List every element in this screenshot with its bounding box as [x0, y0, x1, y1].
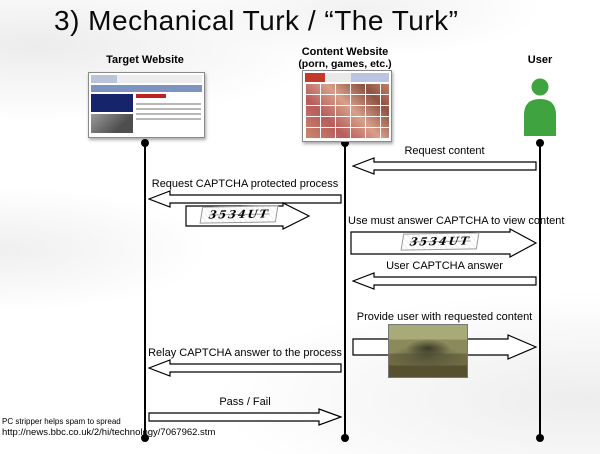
- content-website-thumbnail: [302, 70, 392, 142]
- message-label-relay-answer: Relay CAPTCHA answer to the process: [148, 347, 342, 359]
- footer-caption: PC stripper helps spam to spread: [2, 417, 121, 426]
- captcha-image: 3534UT: [400, 232, 480, 251]
- thumbnail-panel: [91, 94, 133, 112]
- slide-title: 3) Mechanical Turk / “The Turk”: [54, 5, 459, 36]
- actor-label-user: User: [527, 54, 553, 66]
- message-label-pass-fail: Pass / Fail: [219, 396, 271, 408]
- thumbnail-header-bar: [91, 75, 202, 83]
- message-label-must-answer: Use must answer CAPTCHA to view content: [348, 215, 565, 227]
- thumbnail-text-lines: [136, 100, 201, 120]
- actor-sublabel-content: (porn, games, etc.): [298, 58, 392, 70]
- thumbnail-image-grid: [305, 84, 389, 139]
- thumbnail-photo: [91, 114, 133, 133]
- thumbnail-accent: [136, 94, 166, 98]
- message-label-request-content: Request content: [404, 145, 485, 157]
- lifeline-target: [141, 139, 149, 442]
- arrow-relay-answer: [148, 359, 342, 377]
- message-label-provide-content: Provide user with requested content: [356, 311, 533, 323]
- arrow-must-answer-captcha: 3534UT: [350, 228, 537, 258]
- arrow-user-captcha-answer: [352, 272, 537, 290]
- thumbnail-nav-bar: [91, 85, 202, 92]
- actor-label-target: Target Website: [106, 54, 184, 66]
- message-label-request-captcha: Request CAPTCHA protected process: [151, 178, 339, 190]
- lifeline-content: [341, 139, 349, 442]
- arrow-request-content: [352, 157, 537, 175]
- message-label-user-answer: User CAPTCHA answer: [386, 260, 503, 272]
- lifeline-user: [536, 139, 544, 442]
- arrow-request-captcha: [148, 190, 342, 208]
- captcha-image: 3534UT: [199, 205, 279, 224]
- requested-content-photo: [388, 324, 468, 378]
- user-icon: [521, 78, 559, 136]
- thumbnail-header-bar: [305, 73, 389, 82]
- arrow-pass-fail: [148, 408, 342, 426]
- target-website-thumbnail: [88, 72, 205, 138]
- footer-url: http://news.bbc.co.uk/2/hi/technology/70…: [2, 427, 216, 438]
- actor-label-content: Content Website: [301, 46, 389, 58]
- arrow-captcha-to-content: 3534UT: [185, 202, 310, 230]
